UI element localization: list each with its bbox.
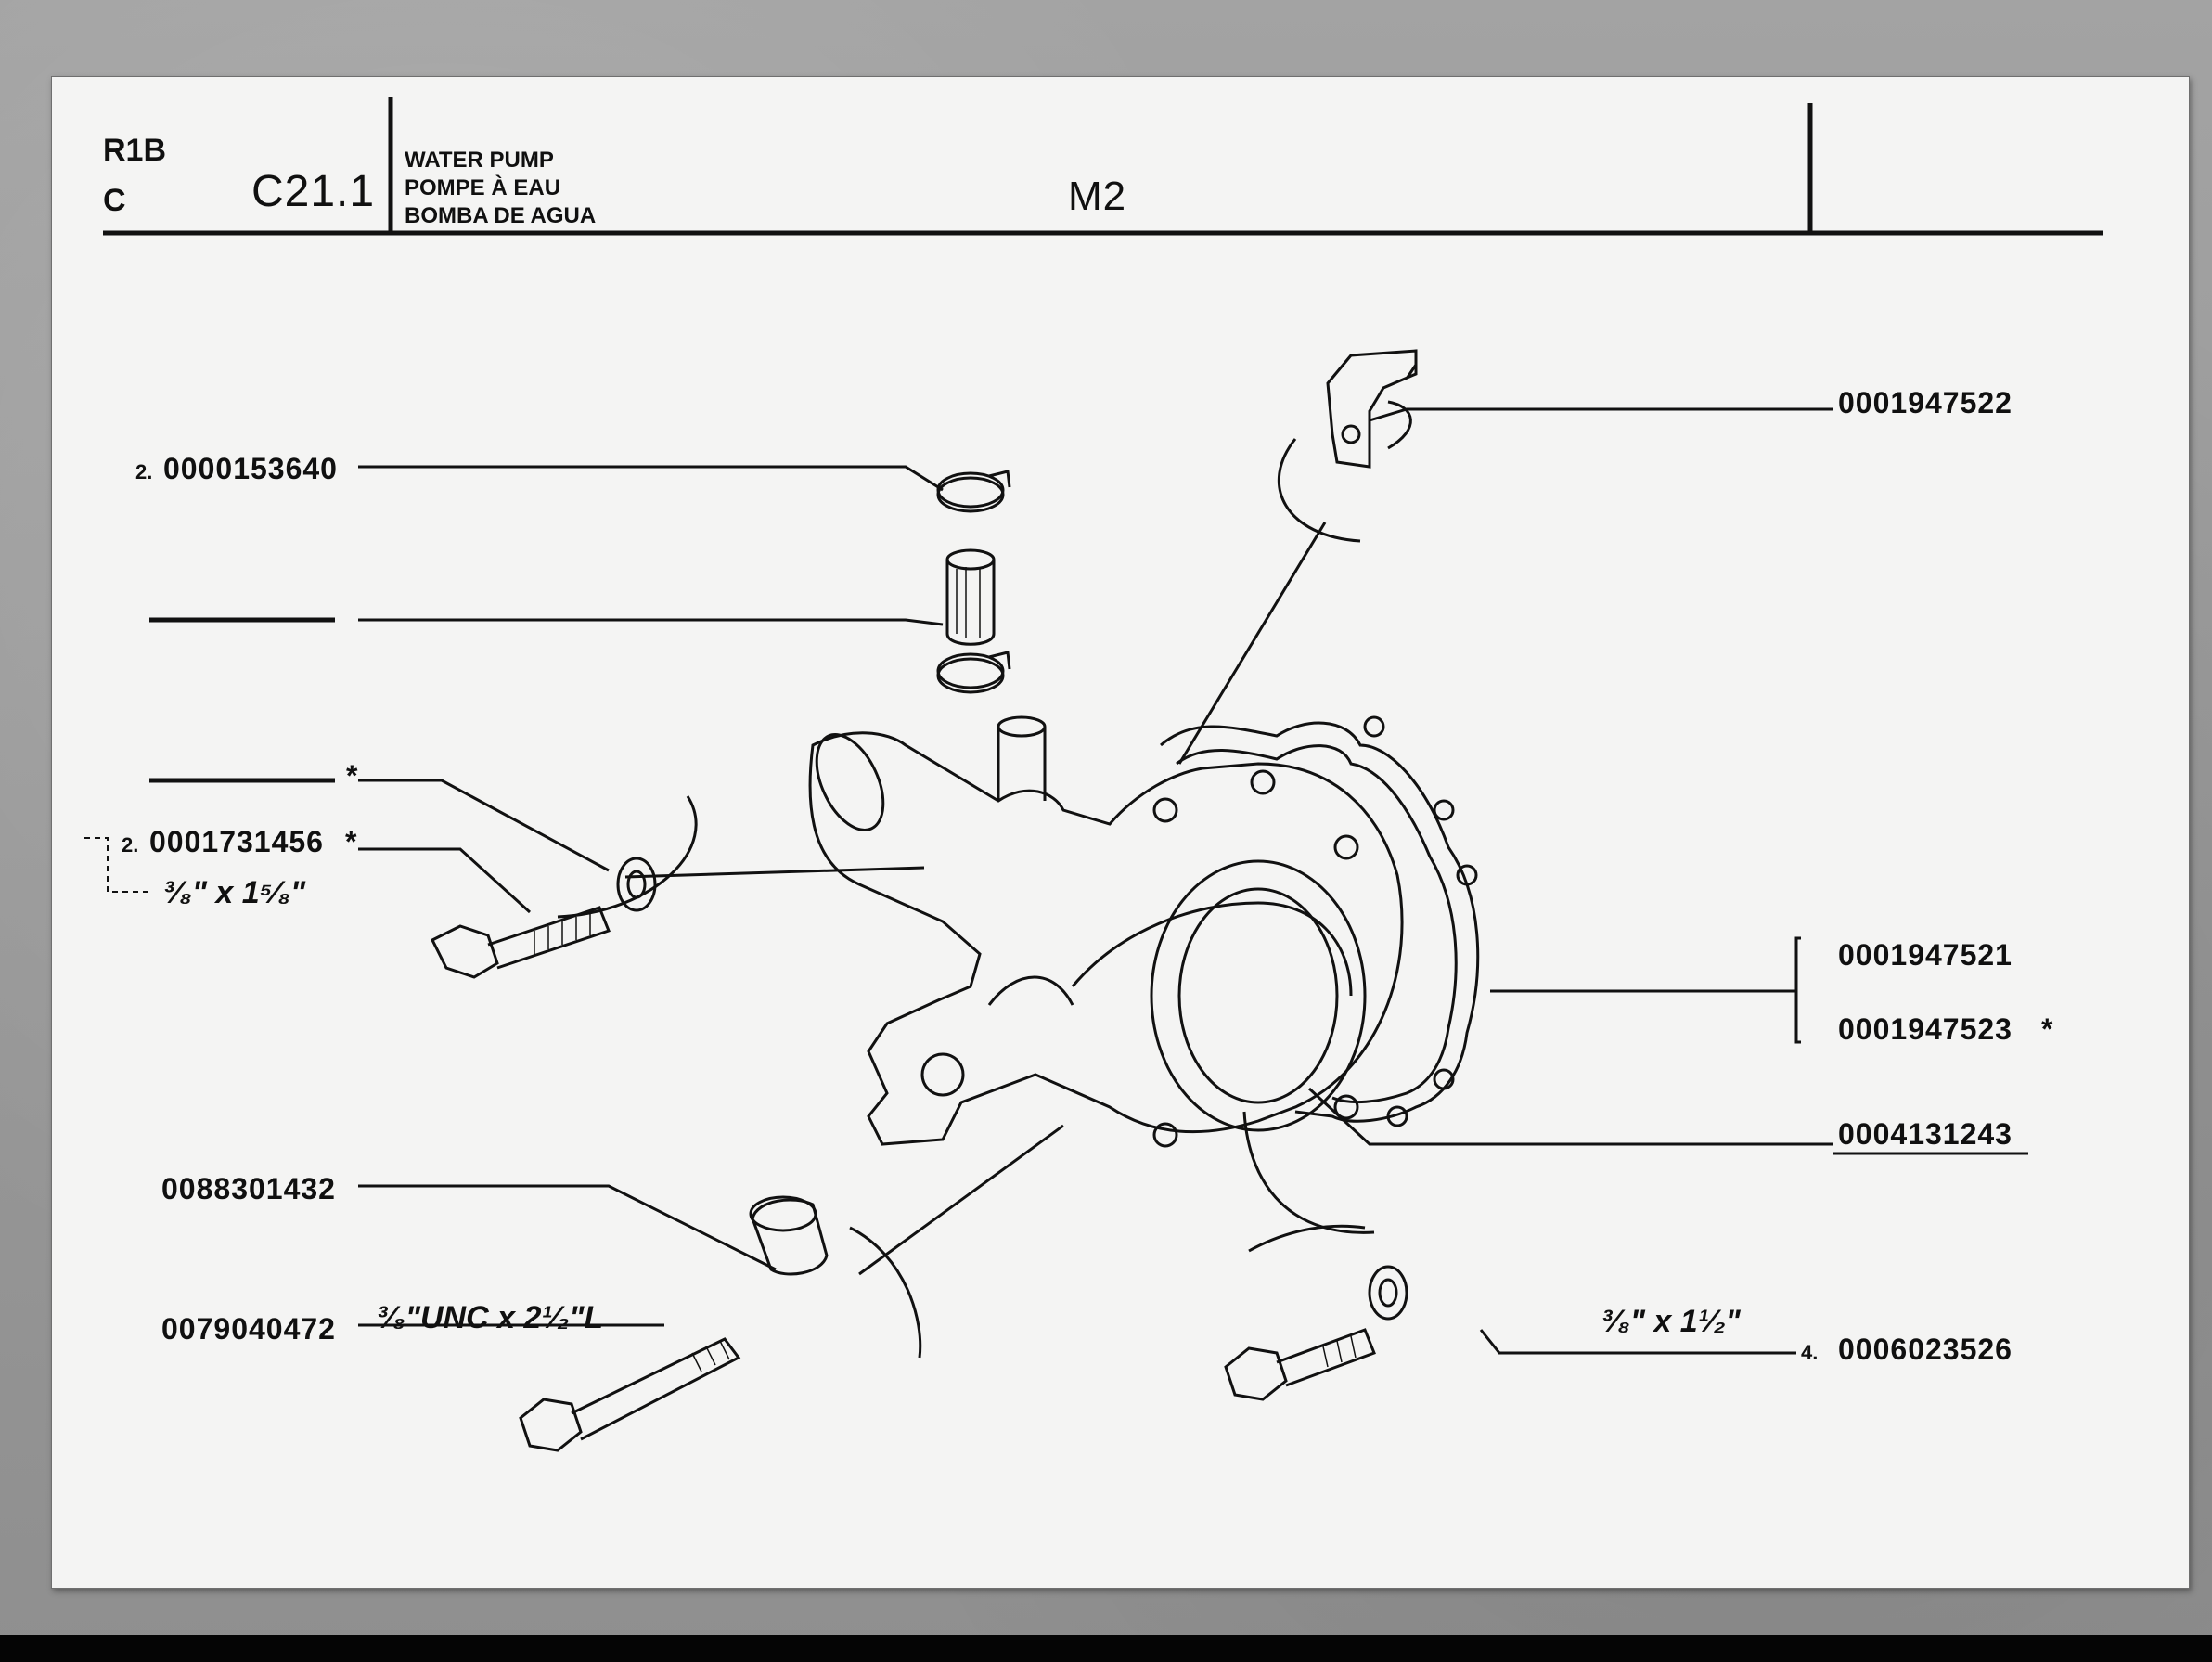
leader-hose xyxy=(358,618,944,626)
title-line-fr: POMPE À EAU xyxy=(405,175,561,200)
section-code: C21.1 xyxy=(251,167,376,216)
bolt-short-mark: * xyxy=(345,825,358,858)
leader-bolt-small xyxy=(1479,1329,1796,1355)
detail-arc-bolt-small xyxy=(1242,1111,1375,1234)
bolt-short xyxy=(430,906,611,979)
parts-catalog-sheet: R1B C C21.1 WATER PUMP POMPE À EAU BOMBA… xyxy=(51,76,2190,1589)
part-bolt-small: 0006023526 xyxy=(1838,1333,2013,1366)
washer-mark: * xyxy=(346,759,359,792)
bolt-small xyxy=(1224,1328,1376,1401)
leader-hose-clamp xyxy=(358,465,944,492)
detail-arc-bracket xyxy=(1278,438,1361,543)
hose-clamp-bottom xyxy=(936,651,1011,694)
leader-washer xyxy=(358,779,610,872)
connector-bracket xyxy=(1177,522,1327,765)
washer-right xyxy=(1368,1265,1408,1321)
bottom-border xyxy=(0,1635,2212,1662)
exploded-view-drawing xyxy=(84,97,2103,1452)
gasket-b-mark: * xyxy=(2041,1012,2054,1046)
engine-label: M2 xyxy=(1068,174,1127,219)
model-label: R1B xyxy=(103,133,167,168)
part-bolt-short: 0001731456 xyxy=(149,825,324,858)
bolt-long-size: ³⁄₈"UNC x 2¹⁄₂"L xyxy=(377,1300,604,1335)
bolt-long xyxy=(519,1337,741,1452)
title-line-es: BOMBA DE AGUA xyxy=(405,203,597,228)
bracket-bolt-short xyxy=(84,837,149,893)
detail-arc-spacer xyxy=(849,1226,922,1359)
connector-spacer xyxy=(858,1124,1064,1276)
variant-label: C xyxy=(103,183,126,218)
leader-bracket xyxy=(1369,407,1833,422)
bracket-part xyxy=(1326,349,1418,469)
detail-arc-washer xyxy=(557,795,698,919)
qty-hose-clamp: 2. xyxy=(135,460,153,483)
bolt-small-size: ³⁄₈" x 1¹⁄₂" xyxy=(1601,1304,1741,1339)
part-pump: 0004131243 xyxy=(1838,1117,2013,1151)
leader-spacer xyxy=(358,1184,777,1271)
part-gasket-a: 0001947521 xyxy=(1838,938,2013,972)
qty-bolt-short: 2. xyxy=(122,833,139,857)
qty-bolt-small: 4. xyxy=(1801,1341,1819,1364)
part-spacer: 0088301432 xyxy=(161,1172,336,1205)
leader-bolt-short xyxy=(358,847,532,914)
hose-clamp-top xyxy=(936,470,1011,513)
part-hose-clamp: 0000153640 xyxy=(163,452,338,485)
washer-left xyxy=(616,857,657,912)
connector-washer xyxy=(624,866,925,879)
detail-arc-bolt-small-2 xyxy=(1248,1224,1366,1253)
bolt-short-size: ³⁄₈" x 1⁵⁄₈" xyxy=(163,875,306,910)
part-bolt-long: 0079040472 xyxy=(161,1312,336,1346)
spacer xyxy=(749,1195,829,1276)
hose xyxy=(945,548,996,646)
bracket-gasket xyxy=(1794,936,1801,1044)
leader-pump xyxy=(1307,1087,1833,1146)
title-line-en: WATER PUMP xyxy=(405,148,554,173)
part-gasket-b: 0001947523 xyxy=(1838,1012,2013,1046)
part-bracket: 0001947522 xyxy=(1838,386,2013,419)
water-pump-body xyxy=(808,715,1404,1148)
gasket xyxy=(1160,715,1480,1127)
